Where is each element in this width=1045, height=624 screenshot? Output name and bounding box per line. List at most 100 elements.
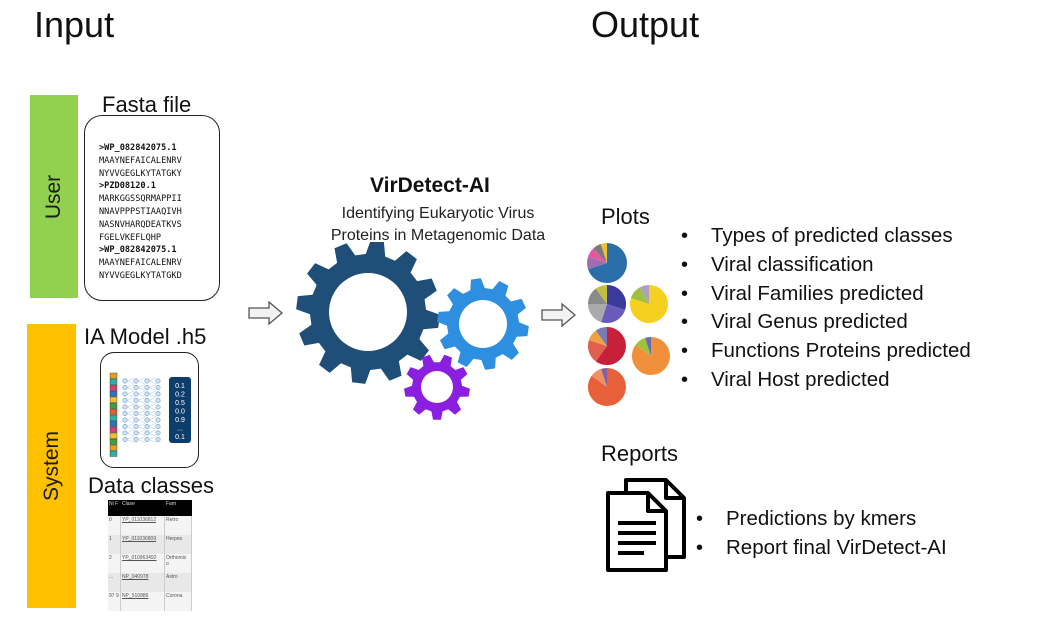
hidden-node — [122, 424, 128, 430]
fasta-sequence-line: MAAYNEFAICALENRV — [99, 258, 182, 269]
pie-slice — [601, 367, 607, 387]
table-cell: NP_040978 — [121, 573, 165, 592]
hidden-node — [155, 410, 161, 416]
report-list-item: Report final VirDetect-AI — [696, 534, 947, 563]
gear-hole — [459, 300, 507, 348]
input-node — [109, 384, 118, 391]
system-bar: System — [27, 324, 76, 608]
input-node — [109, 408, 118, 415]
user-label: User — [42, 174, 65, 219]
pie-slice — [630, 287, 649, 304]
pie-slice — [607, 284, 627, 310]
fasta-header-line: >WP_082842075.1 — [99, 245, 177, 256]
table-cell: Astro — [165, 573, 192, 592]
pie-chart — [587, 284, 627, 324]
output-value: 0.1 — [175, 383, 185, 390]
input-node — [109, 426, 118, 433]
output-value: 0.9 — [175, 417, 185, 424]
table-cell: 97 9 — [108, 592, 121, 611]
output-value: ... — [177, 426, 183, 433]
fasta-title: Fasta file — [102, 92, 192, 117]
pie-slice — [587, 288, 607, 304]
plot-list-item: Viral classification — [681, 251, 971, 280]
pie-slice — [595, 327, 626, 365]
table-cell: ... — [108, 573, 121, 592]
hidden-node — [144, 378, 150, 384]
input-heading: Input — [34, 4, 115, 45]
pie-slice — [639, 285, 649, 304]
table-header-cell: Ni F — [109, 501, 119, 507]
right-arrow-icon — [541, 303, 577, 327]
output-value: 0.2 — [175, 392, 185, 399]
hidden-node — [155, 378, 161, 384]
table-cell: Corona — [165, 592, 192, 611]
hidden-node — [122, 430, 128, 436]
output-value: 0.1 — [175, 434, 185, 441]
pie-charts-icon — [587, 243, 670, 406]
pie-slice — [588, 243, 628, 283]
pie-slice — [595, 284, 607, 304]
pie-slice — [601, 304, 626, 324]
pie-slice — [587, 304, 607, 323]
table-header-cell: Fam — [166, 501, 176, 507]
subtitle-line-1: Identifying Eukaryotic Virus — [341, 205, 535, 222]
hidden-node — [133, 391, 139, 397]
hidden-node — [155, 424, 161, 430]
hidden-node — [133, 417, 139, 423]
hidden-node — [155, 437, 161, 443]
table-cell: 1 — [108, 535, 121, 554]
input-node — [109, 414, 118, 421]
fasta-header-line: >WP_082842075.1 — [99, 143, 177, 153]
hidden-node — [155, 417, 161, 423]
hidden-node — [155, 404, 161, 410]
table-cell: YP_011036812 — [121, 516, 165, 535]
pie-slice — [629, 285, 668, 323]
hidden-node — [133, 424, 139, 430]
fasta-sequence-line: NNAVPPPSTIAAQIVH — [99, 206, 182, 217]
table-cell: YP_010963492 — [121, 554, 165, 573]
fasta-sequence-line: NYVVGEGLKYTATGKD — [99, 270, 182, 281]
hidden-node — [133, 397, 139, 403]
reports-title: Reports — [601, 441, 679, 466]
fasta-sequence-line: FGELVKEFLQHP — [99, 232, 162, 243]
hidden-node — [122, 397, 128, 403]
table-cell: NP_510886 — [121, 592, 165, 611]
plot-list-item: Viral Host predicted — [681, 366, 971, 395]
plot-list-item: Functions Proteins predicted — [681, 337, 971, 366]
hidden-node — [133, 437, 139, 443]
hidden-node — [122, 410, 128, 416]
input-node — [109, 450, 118, 457]
hidden-node — [144, 384, 150, 390]
input-node — [109, 420, 118, 427]
output-heading: Output — [591, 4, 700, 45]
input-node — [109, 396, 118, 403]
input-node — [109, 432, 118, 439]
plots-title: Plots — [601, 204, 650, 229]
fasta-sequence-line: MARKGGSSQRMAPPII — [99, 194, 182, 205]
input-node — [109, 372, 118, 379]
hidden-node — [144, 417, 150, 423]
input-node — [109, 402, 118, 409]
pie-slice — [593, 244, 607, 263]
output-panel — [169, 377, 191, 443]
hidden-node — [133, 410, 139, 416]
fasta-sequence-line: MAAYNEFAICALENRV — [99, 155, 182, 166]
app-subtitle: Identifying Eukaryotic Virus Proteins in… — [300, 203, 576, 247]
hidden-node — [144, 404, 150, 410]
pie-slice — [587, 368, 626, 406]
fasta-sequence-line: NASNVHARQDEATKVS — [99, 219, 182, 230]
input-node — [109, 444, 118, 451]
hidden-node — [122, 404, 128, 410]
hidden-node — [155, 397, 161, 403]
plot-list-item: Types of predicted classes — [681, 222, 971, 251]
pie-chart — [631, 336, 670, 375]
hidden-node — [144, 424, 150, 430]
hidden-node — [133, 378, 139, 384]
neural-network-icon: 0.10.20.50.00.9...0.1 — [109, 372, 191, 457]
data-classes-title: Data classes — [88, 473, 214, 498]
pie-slice — [595, 326, 607, 346]
